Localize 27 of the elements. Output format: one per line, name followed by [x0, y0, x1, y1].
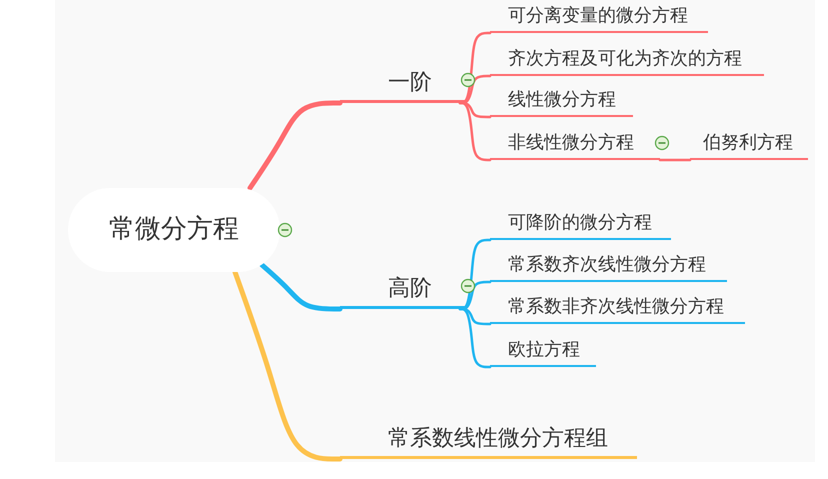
- topic-underline: [490, 3, 708, 33]
- branch-line: [260, 262, 342, 312]
- topic-text: 欧拉方程: [508, 339, 580, 361]
- topic-text: 可分离变量的微分方程: [508, 5, 688, 27]
- branch-line: [458, 308, 492, 368]
- topic-text: 线性微分方程: [508, 89, 616, 111]
- topic-text: 齐次方程及可化为齐次的方程: [508, 48, 742, 70]
- topic-underline: [490, 210, 671, 240]
- topic-underline: [490, 252, 727, 282]
- topic-text: 常微分方程: [109, 214, 239, 246]
- topic-text: 常系数非齐次线性微分方程: [508, 296, 724, 318]
- branch-line: [658, 158, 692, 162]
- topic-text: 高阶: [388, 276, 432, 302]
- topic-underline: [490, 46, 764, 76]
- topic-text: 可降阶的微分方程: [508, 212, 652, 234]
- topic-text: 常系数线性微分方程组: [388, 426, 608, 452]
- topic-text: 一阶: [388, 70, 432, 96]
- branch-line: [232, 270, 342, 462]
- topic-underline: [490, 87, 633, 117]
- topic-text: 伯努利方程: [703, 132, 793, 154]
- topic-text: 非线性微分方程: [508, 132, 634, 154]
- topic-underline: [690, 130, 808, 160]
- branch-line: [458, 102, 492, 162]
- topic-underline: [490, 294, 745, 324]
- branch-line: [248, 100, 342, 190]
- topic-text: 常系数齐次线性微分方程: [508, 254, 706, 276]
- topic-underline: [490, 337, 596, 367]
